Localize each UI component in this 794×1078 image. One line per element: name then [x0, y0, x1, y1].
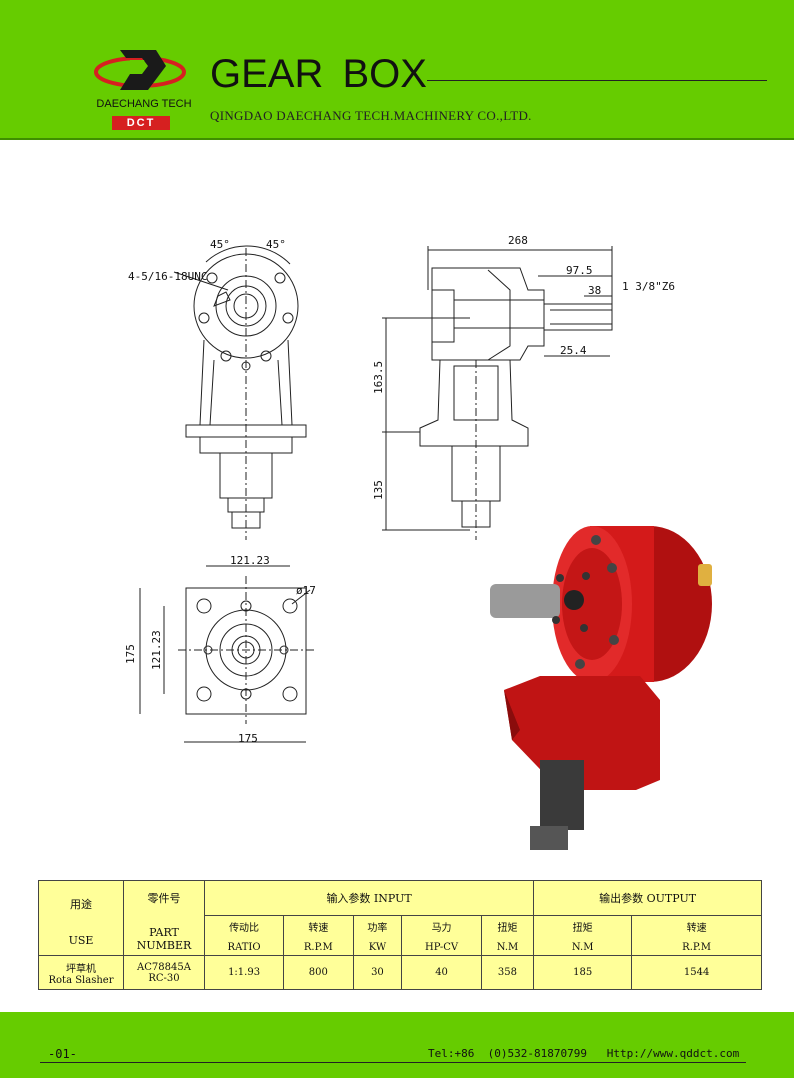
dim-97-5: 97.5: [566, 264, 593, 277]
cell-output-rpm: 1544: [631, 955, 762, 990]
cell-ratio: 1:1.93: [203, 955, 285, 990]
flange-view: [139, 565, 316, 743]
col-part-header: 零件号 PART NUMBER: [123, 880, 205, 956]
use-en: USE: [68, 933, 94, 947]
dim-flange-width: 175: [238, 732, 258, 745]
cell-kw: 30: [352, 955, 403, 990]
input-header: 输入参数 INPUT: [203, 880, 535, 916]
page-number: -01-: [48, 1047, 77, 1061]
footer-line: [40, 1062, 746, 1063]
col-use-header: 用途 USE: [38, 880, 124, 956]
dim-angle-left: 45°: [210, 238, 230, 251]
title-underline: [427, 80, 767, 81]
dim-bolt-spec: 4-5/16-18UNC: [128, 270, 207, 283]
header-banner: DAECHANG TECH DCT GEAR BOX QINGDAO DAECH…: [0, 0, 794, 140]
front-view: [173, 245, 307, 540]
part-en: PART NUMBER: [136, 926, 192, 952]
cell-input-rpm: 800: [283, 955, 354, 990]
dim-bolt-pitch-top: 121.23: [230, 554, 270, 567]
cell-input-torque: 358: [480, 955, 535, 990]
dim-overall-length: 268: [508, 234, 528, 247]
contact-info: Tel:+86 (0)532-81870799 Http://www.qddct…: [428, 1047, 740, 1060]
dim-25-4: 25.4: [560, 344, 587, 357]
use-cn: 用途: [70, 897, 92, 911]
part-cn: 零件号: [147, 892, 181, 905]
gearbox-render: [490, 526, 712, 850]
dim-bolt-pitch-side: 121.23: [150, 630, 163, 670]
dim-flange-height: 175: [124, 644, 137, 664]
page-title: GEAR BOX: [210, 52, 427, 96]
cell-output-torque: 185: [533, 955, 633, 990]
dim-38: 38: [588, 284, 601, 297]
dim-angle-right: 45°: [266, 238, 286, 251]
company-logo: [94, 50, 186, 90]
dim-hole-dia: ø17: [296, 584, 316, 597]
dim-135: 135: [372, 480, 385, 500]
brand-badge: DCT: [112, 116, 170, 130]
brand-name: DAECHANG TECH: [96, 98, 192, 110]
dim-spline: 1 3/8"Z6: [622, 280, 675, 293]
side-view: [382, 246, 613, 540]
cell-hp: 40: [401, 955, 482, 990]
spec-table: 用途 USE 零件号 PART NUMBER 输入参数 INPUT 输出参数 O…: [38, 880, 762, 990]
dim-163-5: 163.5: [372, 361, 385, 394]
company-name: QINGDAO DAECHANG TECH.MACHINERY CO.,LTD.: [210, 108, 532, 123]
technical-drawing: 45° 45° 4-5/16-18UNC 268 97.5 38 1 3/8"Z…: [124, 234, 712, 850]
output-header: 输出参数 OUTPUT: [533, 880, 762, 916]
footer-band: [0, 1012, 794, 1078]
